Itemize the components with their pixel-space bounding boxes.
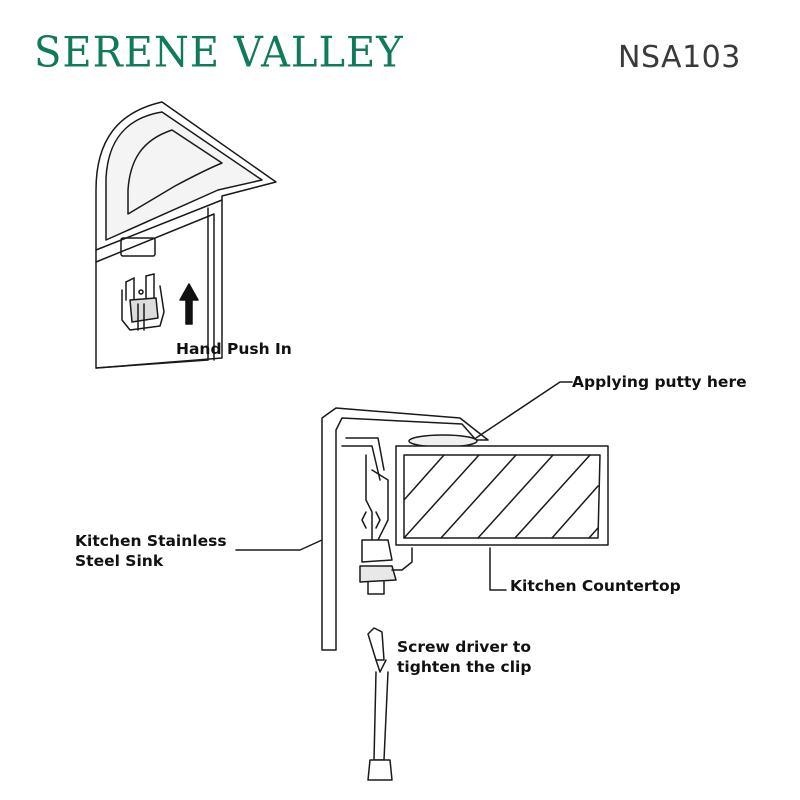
fastening-clip-icon [359, 454, 413, 595]
hand-push-label: Hand Push In [176, 340, 292, 358]
countertop-section [395, 445, 609, 591]
putty-bead-icon [408, 381, 573, 448]
mounting-clip-icon [121, 273, 165, 331]
brand-logo: SERENE VALLEY [34, 28, 404, 78]
screwdriver-icon [367, 627, 393, 781]
putty-label: Applying putty here [572, 373, 747, 391]
screwdriver-label-line2: tighten the clip [397, 658, 532, 676]
sink-corner-illustration [95, 101, 277, 369]
screwdriver-label: Screw driver to tighten the clip [397, 637, 531, 677]
sink-label-line1: Kitchen Stainless [75, 532, 227, 550]
screwdriver-label-line1: Screw driver to [397, 638, 531, 656]
sink-label: Kitchen Stainless Steel Sink [75, 531, 227, 571]
callout-lines [235, 539, 323, 551]
push-up-arrow-icon [179, 283, 199, 325]
model-number: NSA103 [618, 40, 741, 75]
countertop-label: Kitchen Countertop [510, 577, 681, 595]
sink-label-line2: Steel Sink [75, 552, 164, 570]
